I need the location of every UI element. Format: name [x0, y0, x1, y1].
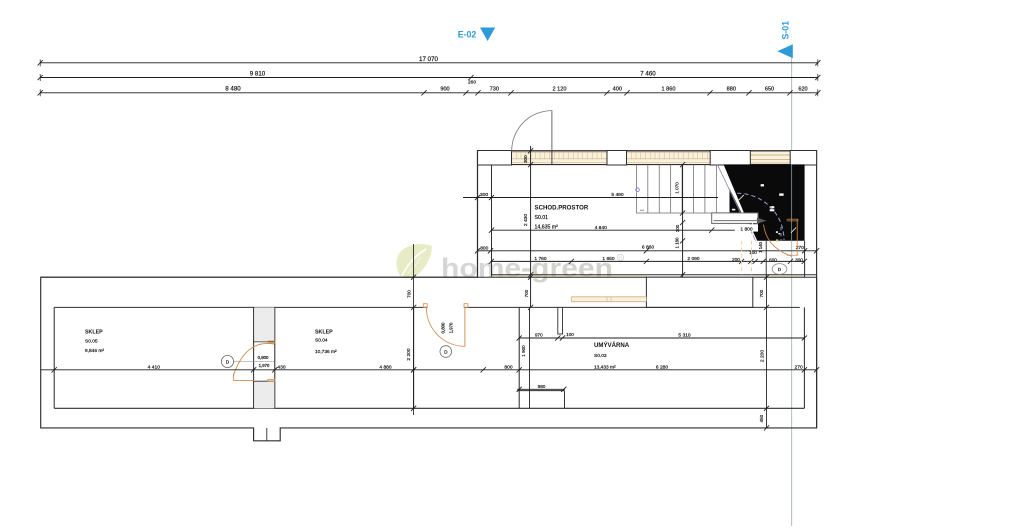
- svg-text:1 140: 1 140: [758, 241, 763, 253]
- svg-text:2 200: 2 200: [406, 348, 412, 361]
- svg-text:S-01: S-01: [781, 21, 791, 40]
- svg-text:D: D: [778, 267, 782, 272]
- svg-text:270: 270: [796, 245, 804, 251]
- svg-text:4 840: 4 840: [595, 225, 608, 231]
- svg-text:SKLEP: SKLEP: [85, 329, 103, 335]
- svg-text:R: R: [619, 255, 623, 260]
- svg-text:S0.01: S0.01: [535, 215, 549, 221]
- svg-text:5 310: 5 310: [678, 333, 691, 339]
- svg-text:17 070: 17 070: [419, 56, 438, 63]
- svg-text:430: 430: [277, 364, 285, 370]
- svg-text:9,846 m²: 9,846 m²: [85, 348, 104, 354]
- svg-text:200: 200: [732, 257, 740, 262]
- svg-text:880: 880: [727, 87, 736, 93]
- svg-text:1 860: 1 860: [662, 87, 676, 93]
- svg-text:650: 650: [765, 87, 774, 93]
- svg-text:400: 400: [613, 87, 622, 93]
- svg-text:6 280: 6 280: [656, 364, 669, 370]
- svg-text:1 900: 1 900: [521, 345, 526, 357]
- svg-text:700: 700: [759, 289, 764, 297]
- svg-text:300: 300: [480, 192, 488, 198]
- svg-text:home-green: home-green: [441, 253, 613, 283]
- svg-text:0,800: 0,800: [441, 322, 446, 333]
- svg-text:7 460: 7 460: [640, 70, 656, 77]
- svg-text:620: 620: [798, 87, 807, 93]
- svg-text:5 490: 5 490: [611, 192, 624, 198]
- svg-text:S0.04: S0.04: [315, 338, 328, 344]
- svg-text:300: 300: [523, 155, 528, 163]
- svg-text:450: 450: [759, 414, 764, 422]
- svg-text:13,433 m²: 13,433 m²: [594, 365, 616, 371]
- svg-text:S0.05: S0.05: [85, 338, 98, 344]
- svg-text:1 800: 1 800: [740, 226, 753, 232]
- svg-text:1 650: 1 650: [602, 256, 615, 262]
- svg-text:D: D: [444, 349, 448, 354]
- svg-text:S0.03: S0.03: [594, 353, 607, 359]
- svg-text:260: 260: [468, 80, 476, 86]
- svg-text:1 070: 1 070: [675, 182, 680, 194]
- svg-text:SCHOD.PROSTOR: SCHOD.PROSTOR: [535, 204, 589, 211]
- svg-text:700: 700: [406, 290, 411, 298]
- svg-text:10,736 m²: 10,736 m²: [315, 349, 337, 355]
- svg-text:300: 300: [795, 258, 803, 263]
- svg-text:100: 100: [566, 332, 574, 337]
- svg-text:UMÝVÁRNA: UMÝVÁRNA: [594, 342, 630, 349]
- svg-text:4 880: 4 880: [379, 364, 392, 370]
- svg-text:1 180: 1 180: [675, 237, 680, 249]
- svg-text:1,970: 1,970: [449, 322, 454, 333]
- svg-text:800: 800: [504, 364, 512, 370]
- svg-text:E-02: E-02: [458, 30, 477, 40]
- svg-text:6 860: 6 860: [642, 244, 655, 250]
- svg-text:2 120: 2 120: [553, 87, 567, 93]
- svg-text:800: 800: [480, 245, 488, 251]
- svg-text:0,800: 0,800: [258, 355, 269, 360]
- svg-text:2 430: 2 430: [523, 214, 529, 227]
- svg-text:600: 600: [769, 258, 777, 263]
- svg-text:1,970: 1,970: [259, 363, 270, 368]
- svg-text:980: 980: [538, 384, 546, 389]
- svg-text:4 410: 4 410: [148, 364, 161, 370]
- svg-text:200: 200: [675, 224, 680, 232]
- svg-text:730: 730: [490, 87, 499, 93]
- svg-text:8 480: 8 480: [225, 86, 241, 93]
- svg-text:14,635 m²: 14,635 m²: [535, 224, 559, 230]
- svg-text:SKLEP: SKLEP: [315, 329, 333, 335]
- svg-text:100: 100: [749, 250, 757, 255]
- svg-text:D: D: [226, 359, 230, 364]
- svg-text:1 760: 1 760: [534, 256, 547, 262]
- svg-text:970: 970: [535, 333, 543, 338]
- svg-text:700: 700: [524, 289, 529, 297]
- svg-text:2 090: 2 090: [687, 256, 700, 262]
- svg-text:2 200: 2 200: [759, 350, 765, 363]
- svg-text:900: 900: [440, 87, 449, 93]
- svg-text:270: 270: [795, 364, 803, 370]
- svg-text:9 810: 9 810: [250, 70, 266, 77]
